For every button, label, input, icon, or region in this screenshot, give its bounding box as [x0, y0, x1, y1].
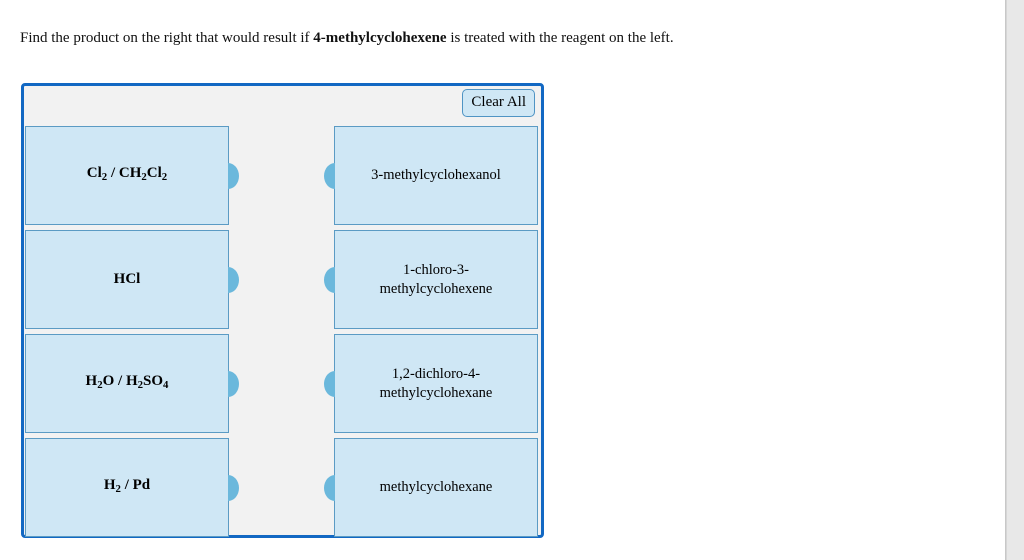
- question-prompt-prefix: Find the product on the right that would…: [20, 30, 314, 46]
- connector-nub-icon[interactable]: [324, 162, 335, 189]
- connector-nub-icon[interactable]: [324, 266, 335, 293]
- reagent-label: H2O / H2SO4: [85, 372, 169, 391]
- reagent-item[interactable]: H2 / Pd: [25, 438, 239, 537]
- product-item[interactable]: methylcyclohexane: [324, 438, 538, 537]
- product-item[interactable]: 1,2-dichloro-4-methylcyclohexane: [324, 334, 538, 433]
- connector-nub-icon[interactable]: [228, 474, 239, 501]
- reagent-item[interactable]: H2O / H2SO4: [25, 334, 239, 433]
- reagent-item[interactable]: HCl: [25, 230, 239, 329]
- clear-all-button[interactable]: Clear All: [462, 89, 535, 117]
- reagent-item[interactable]: Cl2 / CH2Cl2: [25, 126, 239, 225]
- question-prompt: Find the product on the right that would…: [20, 28, 674, 48]
- reagent-label: Cl2 / CH2Cl2: [86, 164, 168, 183]
- connector-nub-icon[interactable]: [228, 266, 239, 293]
- connector-nub-icon[interactable]: [228, 162, 239, 189]
- product-column: 3-methylcyclohexanol 1-chloro-3-methylcyc…: [324, 126, 538, 542]
- page-divider: [1005, 0, 1006, 560]
- panel-toolbar: Clear All: [24, 86, 541, 126]
- question-prompt-suffix: is treated with the reagent on the left.: [446, 30, 674, 46]
- connector-nub-icon[interactable]: [228, 370, 239, 397]
- product-label: methylcyclohexane: [379, 479, 493, 495]
- connector-nub-icon[interactable]: [324, 474, 335, 501]
- product-label: 3-methylcyclohexanol: [371, 167, 501, 183]
- vertical-scrollbar-track[interactable]: [1006, 0, 1024, 560]
- reagent-label: H2 / Pd: [103, 476, 151, 495]
- product-item[interactable]: 1-chloro-3-methylcyclohexene: [324, 230, 538, 329]
- reagent-label: HCl: [113, 271, 141, 287]
- product-label: 1,2-dichloro-4-methylcyclohexane: [379, 365, 493, 401]
- connector-nub-icon[interactable]: [324, 370, 335, 397]
- product-item[interactable]: 3-methylcyclohexanol: [324, 126, 538, 225]
- question-prompt-highlight: 4-methylcyclohexene: [313, 30, 447, 46]
- product-label: 1-chloro-3-methylcyclohexene: [379, 261, 493, 297]
